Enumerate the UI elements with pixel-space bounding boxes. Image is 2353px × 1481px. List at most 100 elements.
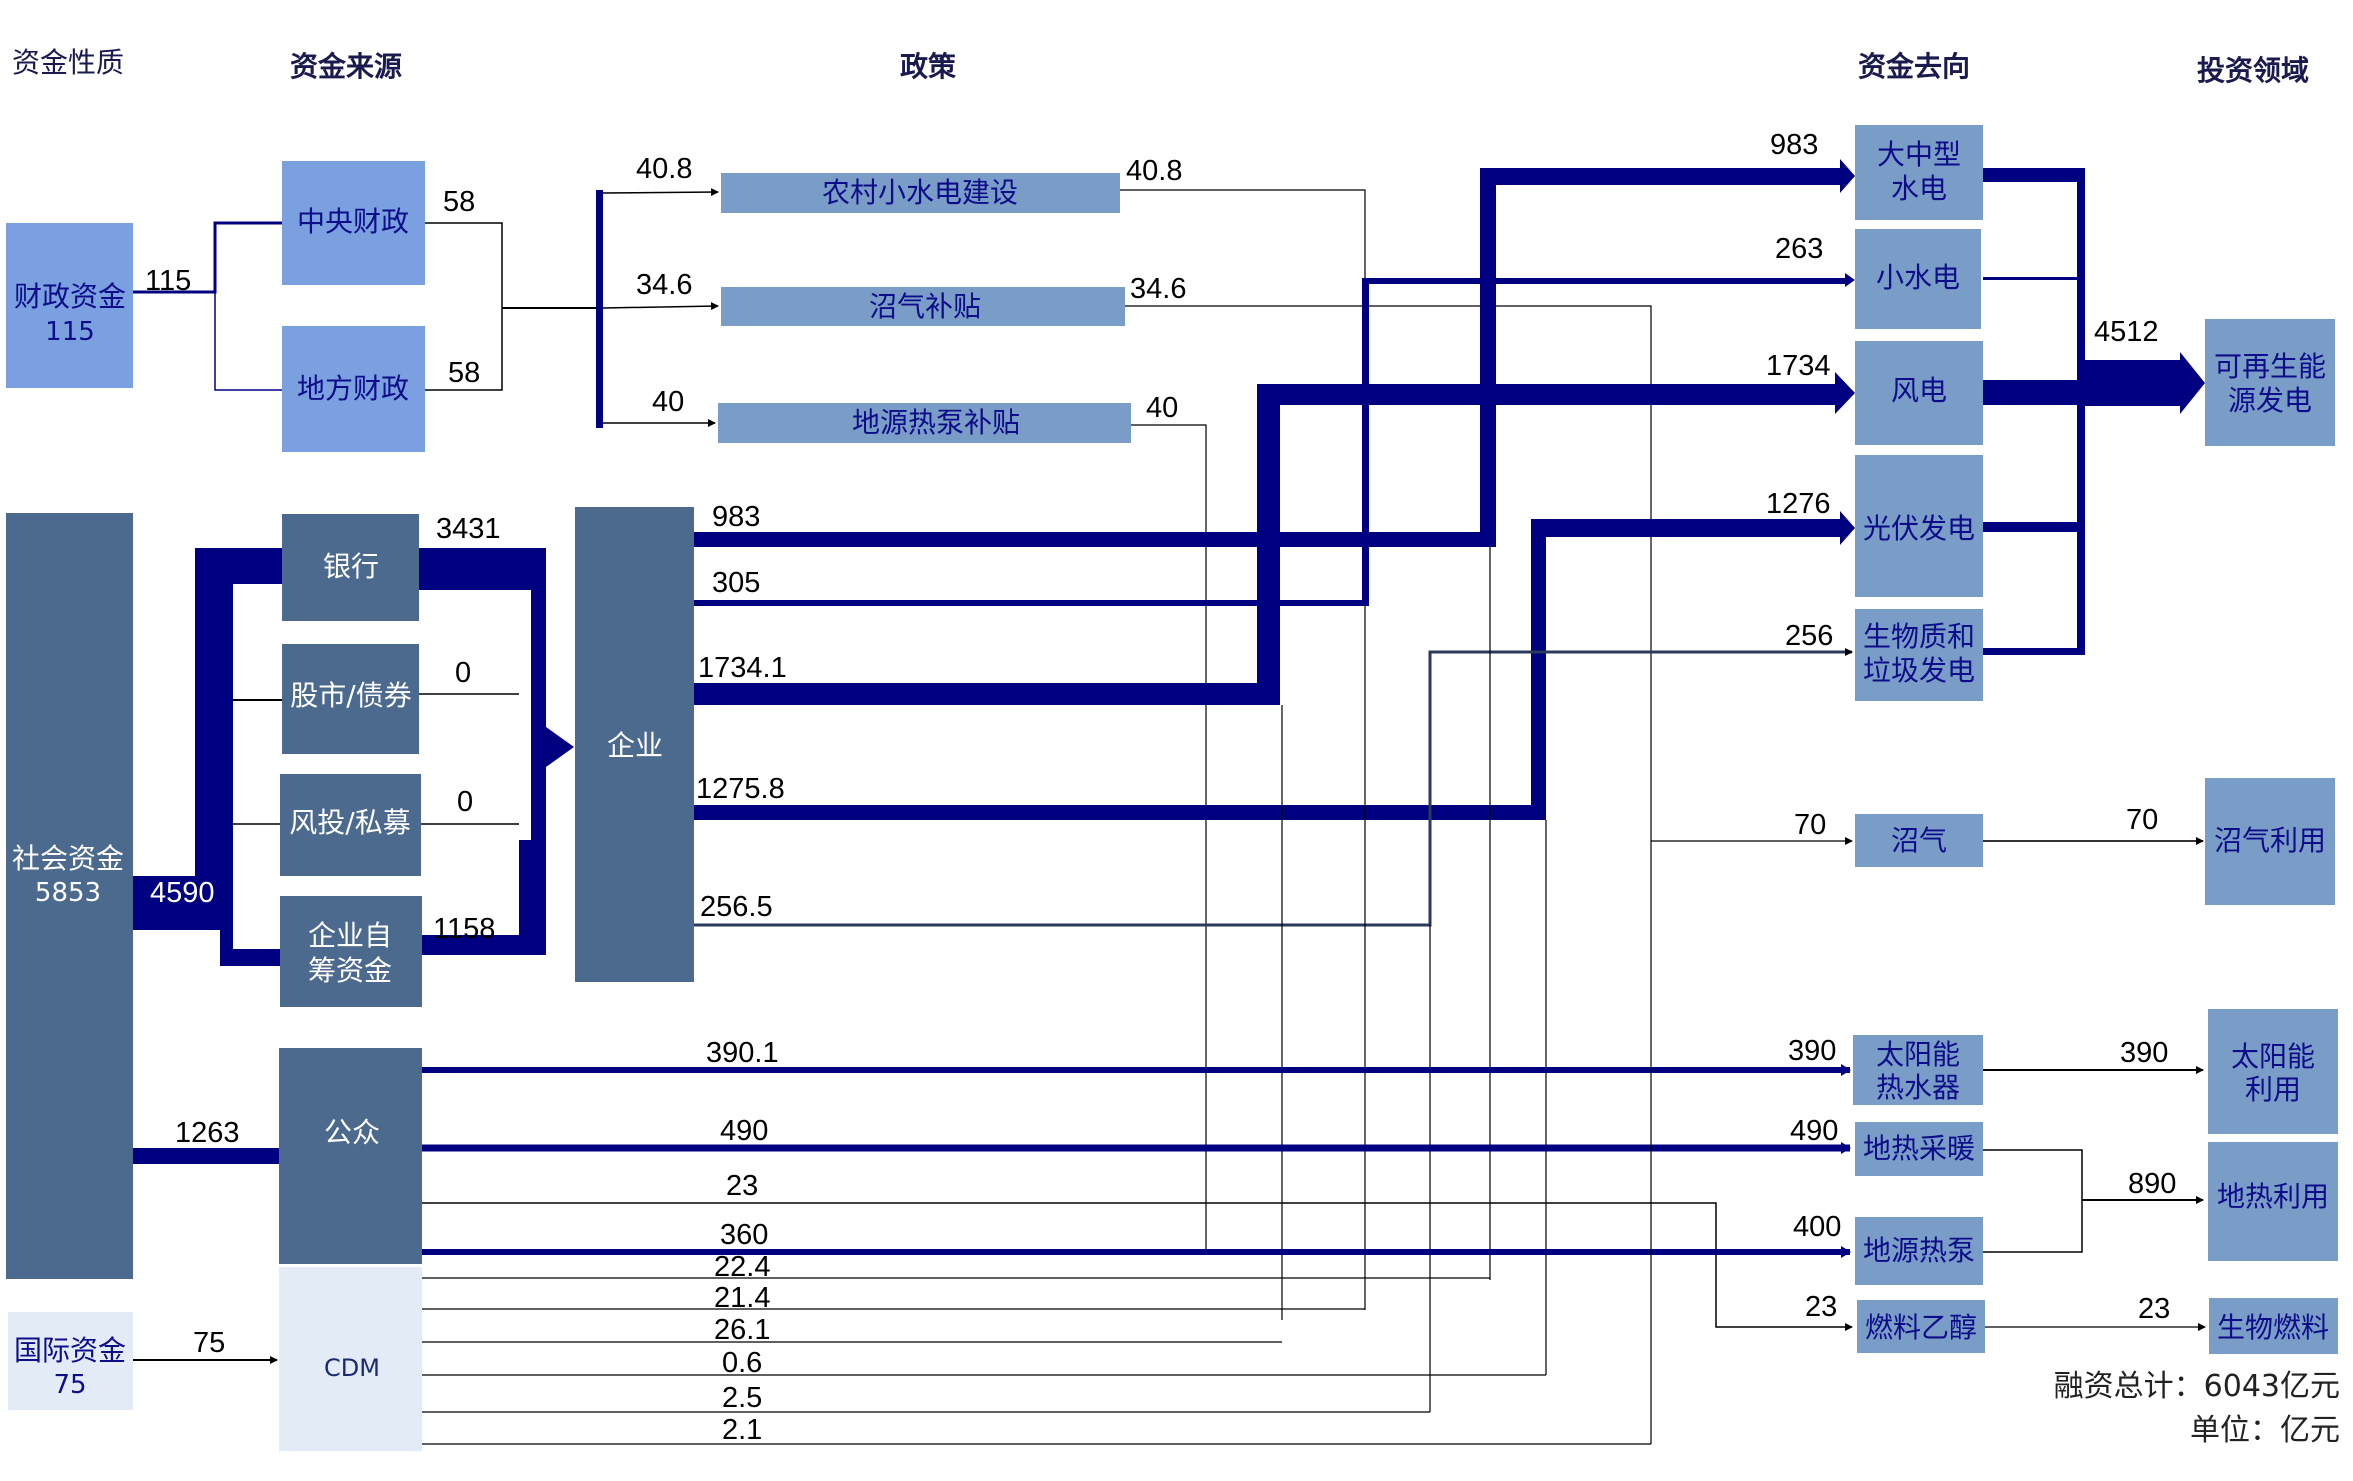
label-out-renewable-power: 4512: [2094, 316, 2159, 348]
node-fiscal[interactable]: [6, 223, 133, 388]
label-bank-out: 3431: [436, 513, 501, 545]
label-in-biogas: 70: [1794, 809, 1826, 841]
node-biogas-subsidy-label: 沼气补贴: [869, 290, 981, 323]
label-local-out: 58: [448, 357, 480, 389]
node-solar-use-label-2: 利用: [2245, 1073, 2301, 1106]
label-cdm-4: 0.6: [722, 1347, 762, 1379]
node-bank-label: 银行: [323, 550, 379, 583]
label-vc-out: 0: [457, 786, 473, 818]
node-wind[interactable]: [1855, 341, 1983, 445]
node-large-hydro[interactable]: [1855, 125, 1983, 220]
label-out-biofuel: 23: [2138, 1293, 2170, 1325]
flow-dest-renewable-power: [1983, 168, 2205, 655]
node-geo-heating[interactable]: [1855, 1122, 1983, 1176]
node-fiscal-value: 115: [45, 317, 95, 347]
node-small-hydro[interactable]: [1855, 229, 1981, 329]
flow-central-merge: [425, 222, 503, 391]
node-ghp-subsidy-label: 地源热泵补贴: [852, 406, 1020, 439]
flow-ent-biomass: [694, 648, 1853, 927]
node-vc-pe[interactable]: [280, 774, 421, 876]
node-renewable-power-label-2: 源发电: [2228, 384, 2312, 417]
label-social-public: 1263: [175, 1117, 240, 1149]
label-out-solar-use: 390: [2120, 1037, 2168, 1069]
node-rural-hydro-policy[interactable]: [721, 173, 1120, 213]
label-social-sources: 4590: [150, 877, 215, 909]
node-biogas-use-label: 沼气利用: [2214, 824, 2326, 857]
label-ent-pv: 1275.8: [696, 773, 785, 805]
unit-note: 单位：亿元: [2190, 1413, 2340, 1448]
node-geo-use[interactable]: [2208, 1142, 2338, 1261]
node-biogas-subsidy[interactable]: [721, 287, 1125, 326]
label-cdm-3: 26.1: [714, 1314, 770, 1346]
label-stock-out: 0: [455, 657, 471, 689]
node-central[interactable]: [282, 161, 425, 285]
nodes: 财政资金 115 中央财政 地方财政 农村小水电建设 沼气补贴 地源热泵补贴 社…: [6, 125, 2338, 1451]
node-biomass-label-1: 生物质和: [1863, 620, 1975, 653]
label-pub-solar-heater: 390.1: [706, 1037, 779, 1069]
node-ethanol[interactable]: [1857, 1300, 1985, 1353]
header-field: 投资领域: [2197, 54, 2309, 87]
flow-to-biogas-subsidy: [602, 302, 719, 311]
node-central-label: 中央财政: [297, 205, 409, 238]
node-rural-hydro-policy-label: 农村小水电建设: [822, 176, 1018, 209]
node-public[interactable]: [279, 1048, 422, 1264]
node-public-label: 公众: [324, 1116, 380, 1149]
label-ent-wind: 1734.1: [698, 652, 787, 684]
label-to-biogas-subsidy: 34.6: [636, 269, 692, 301]
node-cdm-label: CDM: [324, 1354, 380, 1382]
node-biomass[interactable]: [1855, 609, 1983, 701]
label-rural-hydro-out: 40.8: [1126, 155, 1182, 187]
node-solar-use-label-1: 太阳能: [2231, 1040, 2315, 1073]
node-biogas-label: 沼气: [1891, 824, 1947, 857]
node-biogas[interactable]: [1855, 814, 1983, 867]
node-biofuel[interactable]: [2209, 1298, 2338, 1354]
node-large-hydro-label-2: 水电: [1891, 172, 1947, 205]
label-cdm-1: 22.4: [714, 1251, 770, 1283]
node-solar-heater[interactable]: [1853, 1035, 1983, 1105]
label-in-pv: 1276: [1766, 488, 1831, 520]
node-local[interactable]: [282, 326, 425, 452]
node-intl[interactable]: [8, 1312, 133, 1410]
node-wind-label: 风电: [1891, 374, 1947, 407]
node-vc-pe-label: 风投/私募: [289, 806, 410, 839]
node-social[interactable]: [6, 513, 133, 1279]
label-cdm-6: 2.1: [722, 1414, 762, 1446]
flow-fiscal-local: [214, 292, 282, 391]
node-social-label: 社会资金: [12, 842, 124, 875]
policy-bracket: [596, 190, 603, 428]
node-ghp[interactable]: [1855, 1217, 1983, 1285]
node-renewable-power[interactable]: [2205, 319, 2335, 446]
label-pub-ghp: 360: [720, 1219, 768, 1251]
node-biogas-use[interactable]: [2205, 778, 2335, 905]
node-intl-value: 75: [53, 1370, 86, 1400]
node-ghp-subsidy[interactable]: [718, 403, 1131, 443]
node-local-label: 地方财政: [297, 372, 409, 405]
node-large-hydro-label-1: 大中型: [1877, 138, 1961, 171]
label-intl-cdm: 75: [193, 1327, 225, 1359]
label-to-rural-hydro: 40.8: [636, 153, 692, 185]
node-solar-use[interactable]: [2208, 1009, 2338, 1134]
node-pv-label: 光伏发电: [1863, 512, 1975, 545]
header-destination: 资金去向: [1858, 50, 1970, 83]
total-financing-note: 融资总计：6043亿元: [2054, 1369, 2340, 1404]
flow-bank-enterprise: [419, 548, 574, 955]
flow-social-enterprise-sources: [133, 548, 282, 912]
node-biomass-label-2: 垃圾发电: [1863, 654, 1975, 687]
node-stock-bond[interactable]: [282, 644, 419, 754]
label-central-out: 58: [443, 186, 475, 218]
node-cdm[interactable]: [279, 1267, 422, 1451]
node-geo-use-label: 地热利用: [2217, 1180, 2329, 1213]
flow-geo-heating-merge: [1983, 1149, 2083, 1253]
label-in-wind: 1734: [1766, 350, 1831, 382]
node-solar-heater-label-1: 太阳能: [1876, 1038, 1960, 1071]
label-in-geo-heating: 490: [1790, 1115, 1838, 1147]
label-in-solar-heater: 390: [1788, 1035, 1836, 1067]
label-ent-biomass: 256.5: [700, 891, 773, 923]
label-in-biomass: 256: [1785, 620, 1833, 652]
label-cdm-5: 2.5: [722, 1382, 762, 1414]
node-bank[interactable]: [282, 514, 419, 621]
node-pv[interactable]: [1855, 455, 1983, 597]
node-enterprise[interactable]: [575, 507, 694, 982]
node-self-raised[interactable]: [280, 896, 422, 1007]
flow-pub-ethanol: [422, 1202, 1853, 1331]
